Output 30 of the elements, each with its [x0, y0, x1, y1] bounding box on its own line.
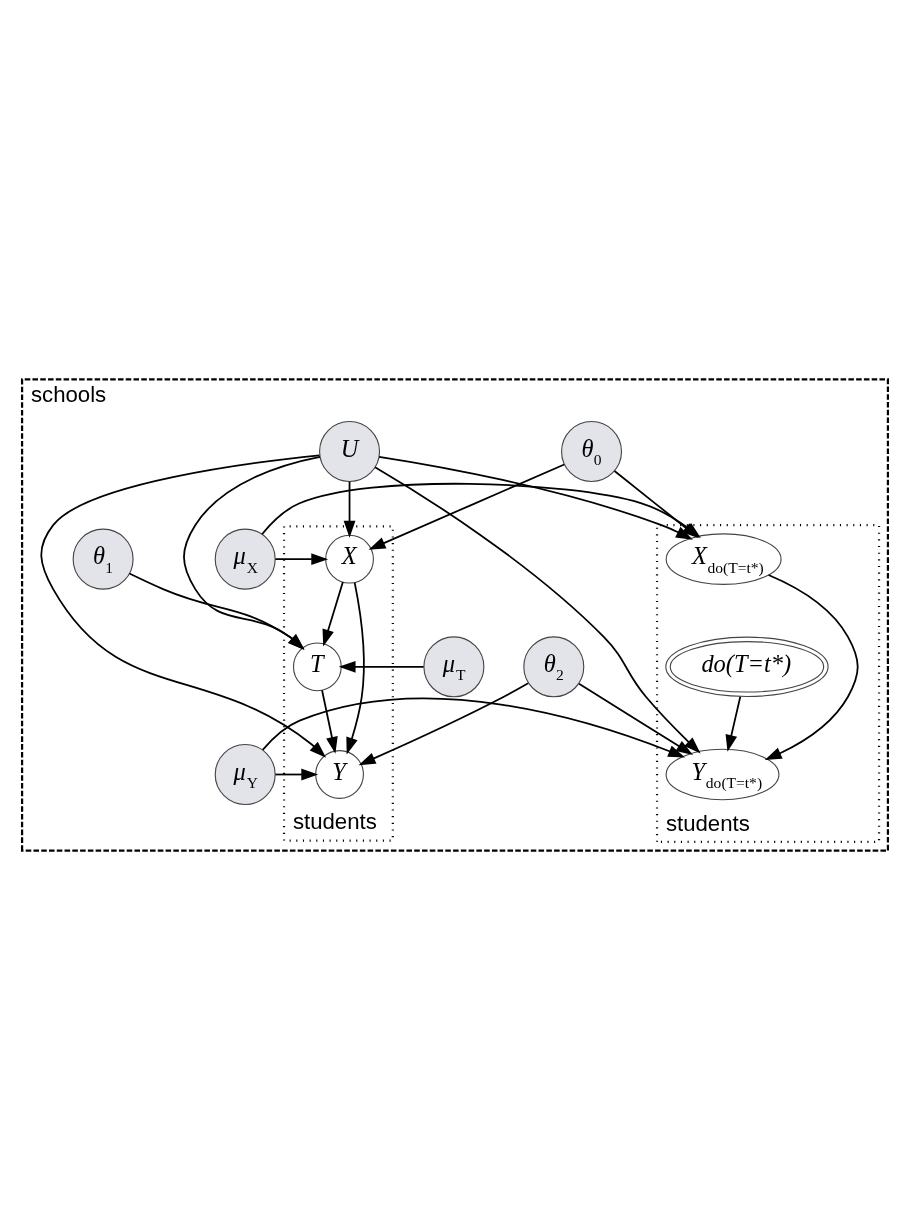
arrow: [321, 688, 338, 754]
arrow: [368, 463, 566, 550]
arrow: [274, 768, 319, 780]
node-circle: T: [292, 641, 342, 691]
node-circle: μ$_{X}$: [214, 528, 276, 590]
node-circle: Y: [315, 749, 364, 799]
node-circle: θ$_{2}$: [523, 635, 585, 697]
arrow: [764, 573, 859, 760]
node-circle: θ$_{1}$: [72, 528, 134, 590]
node-ellipse: X$_{do(T=t*)}$: [665, 532, 782, 585]
arrow: [378, 455, 693, 540]
arrow: [183, 455, 321, 650]
node-circle: U: [319, 420, 381, 482]
arrow: [578, 682, 694, 755]
arrow: [261, 697, 686, 758]
arrow: [338, 660, 425, 673]
arrow: [40, 453, 327, 758]
node-ellipse: Y$_{do(T=t*)}$: [665, 748, 780, 800]
arrow: [343, 480, 356, 538]
arrow: [128, 572, 305, 650]
arrow: [346, 581, 365, 754]
node-circle: X: [325, 534, 374, 584]
arrow: [725, 695, 742, 752]
arrow: [322, 580, 344, 646]
arrow: [274, 552, 329, 565]
node-ellipse: do(T=t*): [665, 636, 829, 697]
arrow: [358, 681, 529, 765]
node-circle: μ$_{T}$: [423, 635, 485, 697]
node-circle: θ$_{0}$: [561, 420, 623, 482]
node-circle: μ$_{Y}$: [214, 743, 276, 805]
